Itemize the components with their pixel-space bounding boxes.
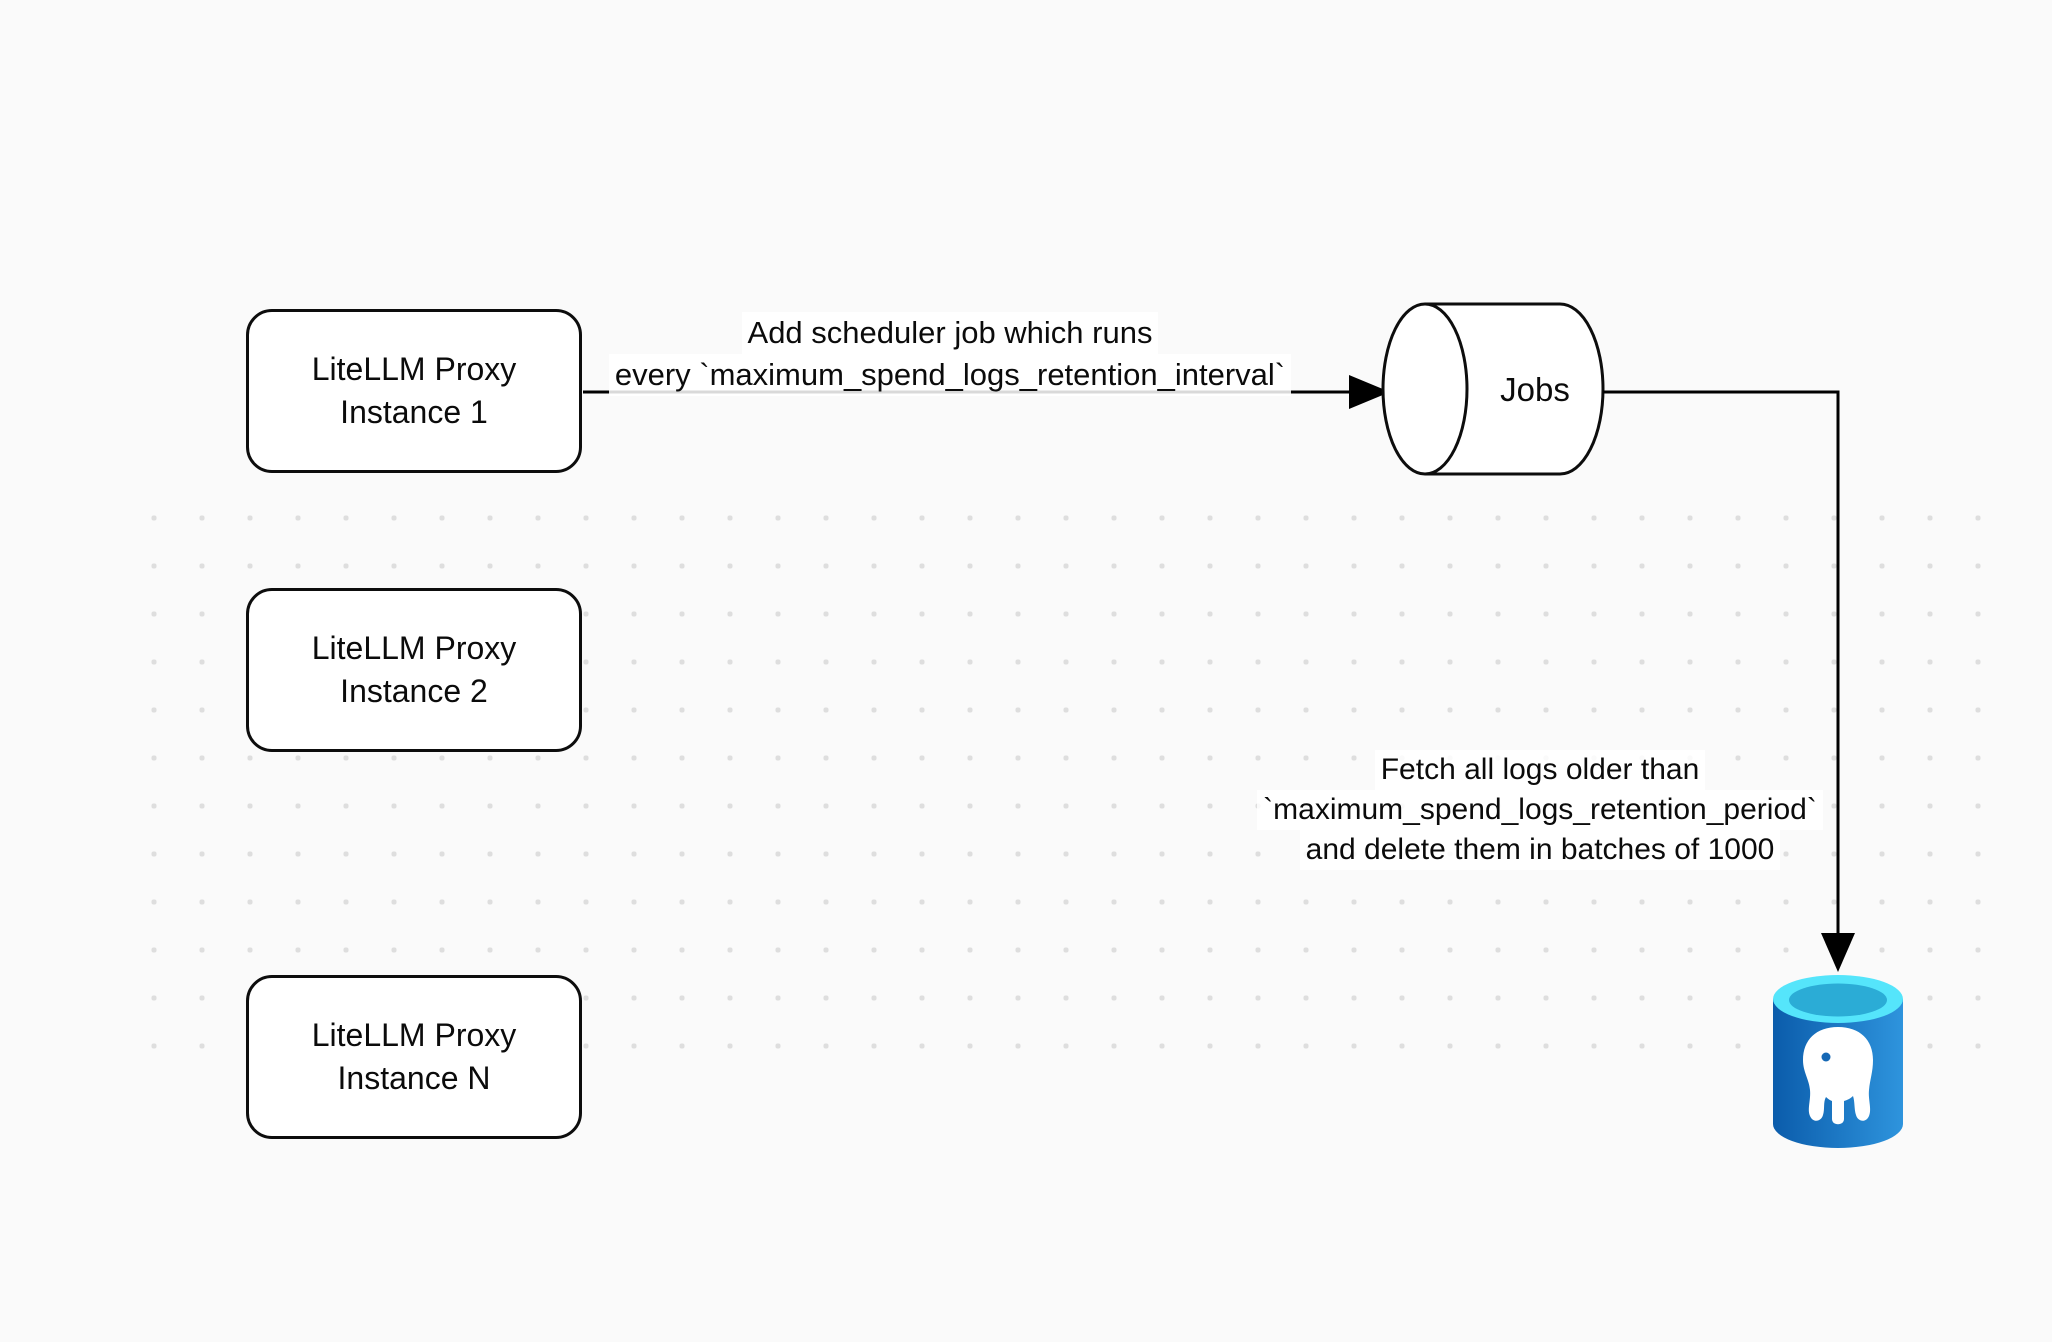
edge-label-line: and delete them in batches of 1000 — [1150, 830, 1930, 870]
node-litellm-proxy-instance-n: LiteLLM Proxy Instance N — [246, 975, 582, 1139]
node-label-line: Instance 2 — [340, 673, 488, 709]
node-litellm-proxy-instance-2: LiteLLM Proxy Instance 2 — [246, 588, 582, 752]
node-litellm-proxy-instance-1: LiteLLM Proxy Instance 1 — [246, 309, 582, 473]
postgres-elephant-eye — [1821, 1052, 1831, 1062]
jobs-node-label: Jobs — [1500, 371, 1570, 408]
postgres-top-inner — [1789, 983, 1887, 1017]
postgres-elephant — [1803, 1027, 1873, 1125]
edge-fetch-and-delete — [1603, 390, 1855, 972]
node-label-line: LiteLLM Proxy — [311, 351, 517, 387]
edge-label-fetch-and-delete: Fetch all logs older than `maximum_spend… — [1150, 750, 1930, 870]
arrowhead-right — [1349, 375, 1390, 409]
edge-label-line: Add scheduler job which runs — [590, 312, 1310, 354]
arrowhead-down — [1821, 933, 1855, 972]
edge-label-line: Fetch all logs older than — [1150, 750, 1930, 790]
edge-label-line: `maximum_spend_logs_retention_period` — [1150, 790, 1930, 830]
node-label-line: Instance 1 — [340, 394, 488, 430]
postgresql-database-icon — [1773, 975, 1903, 1148]
jobs-cylinder — [1381, 302, 1605, 476]
edge-label-add-scheduler-job: Add scheduler job which runs every `maxi… — [590, 312, 1310, 396]
node-label-line: Instance N — [337, 1060, 491, 1096]
node-label-line: LiteLLM Proxy — [311, 630, 517, 666]
node-label-line: LiteLLM Proxy — [311, 1017, 517, 1053]
edge-label-line: every `maximum_spend_logs_retention_inte… — [590, 354, 1310, 396]
